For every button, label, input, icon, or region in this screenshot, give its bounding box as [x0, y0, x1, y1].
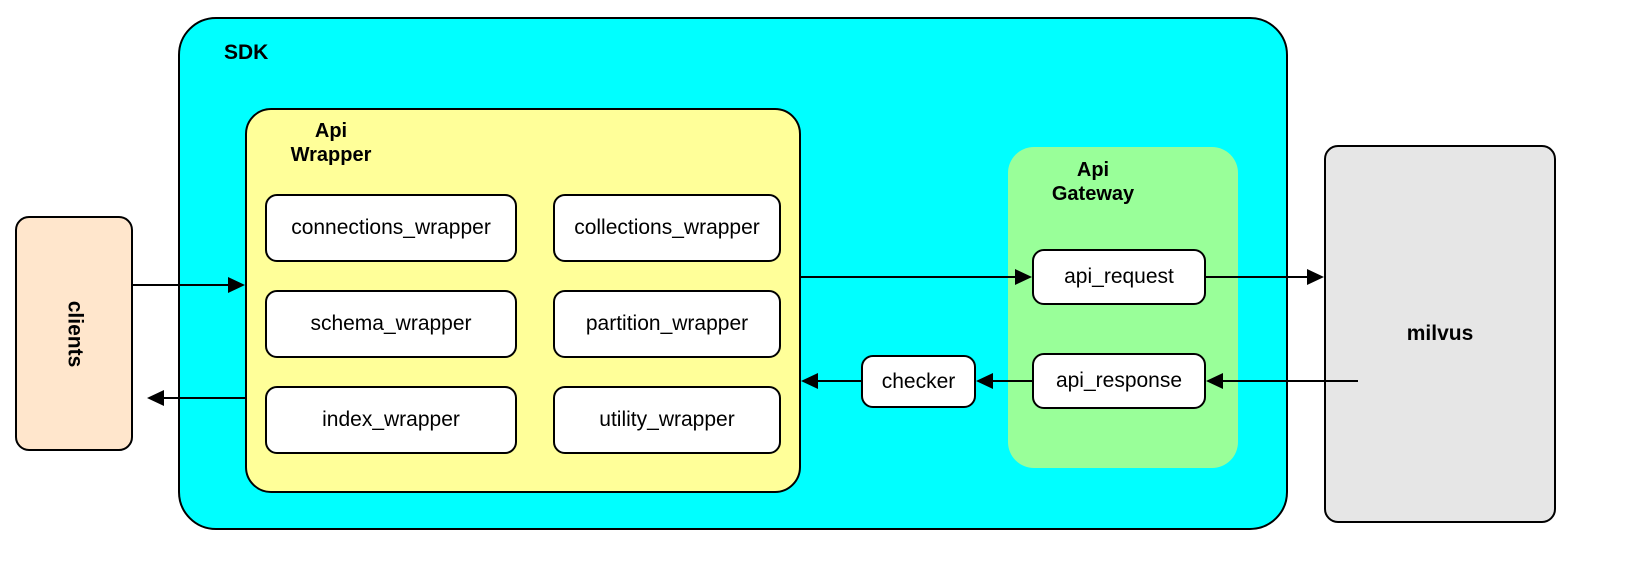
- module-label: partition_wrapper: [585, 312, 749, 335]
- module-api-request[interactable]: api_request: [1032, 249, 1206, 305]
- module-label: api_request: [1064, 265, 1174, 288]
- module-index-wrapper[interactable]: index_wrapper: [265, 386, 517, 454]
- endpoint-clients-label: clients: [63, 300, 86, 367]
- module-label: collections_wrapper: [574, 216, 760, 239]
- module-label: api_response: [1055, 369, 1183, 392]
- module-utility-wrapper[interactable]: utility_wrapper: [553, 386, 781, 454]
- module-label: connections_wrapper: [291, 216, 491, 239]
- module-label: checker: [881, 369, 956, 393]
- module-api-response[interactable]: api_response: [1032, 353, 1206, 409]
- container-api-gateway: Api Gateway: [1008, 147, 1238, 468]
- endpoint-milvus-label: milvus: [1406, 322, 1474, 345]
- module-label: index_wrapper: [322, 408, 460, 431]
- container-api-gateway-label: Api Gateway: [1051, 159, 1135, 205]
- module-checker[interactable]: checker: [861, 355, 976, 408]
- module-partition-wrapper[interactable]: partition_wrapper: [553, 290, 781, 358]
- endpoint-milvus[interactable]: milvus: [1324, 145, 1556, 523]
- container-api-wrapper-label: Api Wrapper: [290, 120, 372, 166]
- container-sdk-label: SDK: [224, 41, 269, 64]
- endpoint-clients[interactable]: clients: [15, 216, 133, 451]
- module-label: utility_wrapper: [599, 408, 735, 431]
- module-collections-wrapper[interactable]: collections_wrapper: [553, 194, 781, 262]
- module-label: schema_wrapper: [310, 312, 472, 335]
- module-connections-wrapper[interactable]: connections_wrapper: [265, 194, 517, 262]
- module-schema-wrapper[interactable]: schema_wrapper: [265, 290, 517, 358]
